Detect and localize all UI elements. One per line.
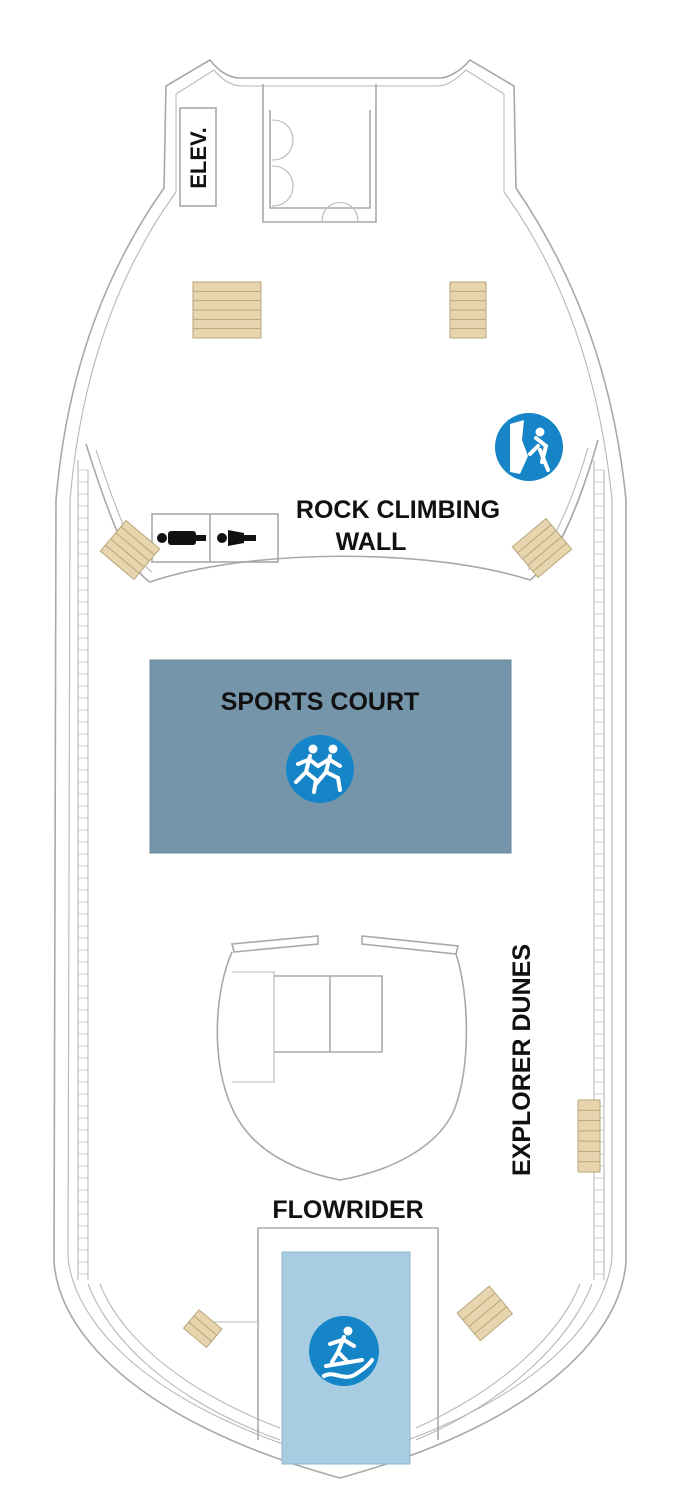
explorer-dunes-label: EXPLORER DUNES [508,944,536,1176]
hull-outline [53,58,627,1479]
elevator-label: ELEV. [186,127,211,189]
men-restroom-icon [157,531,206,545]
hull-inner-outline [67,69,613,1463]
aft-stairs-right-lower [456,1285,514,1342]
rock-climbing-icon [495,413,563,481]
sports-court-label: SPORTS COURT [221,688,420,716]
rock-wall-stairs-right [511,517,573,579]
aft-structure [216,935,468,1181]
aft-stairs-left [182,1309,223,1349]
women-restroom-icon [217,530,256,546]
surfing-icon [309,1316,379,1386]
forward-structures [179,84,377,223]
restroom-block [151,513,279,563]
rock-wall-label-line1: ROCK CLIMBING [296,496,500,524]
forward-stairs-right [449,281,487,339]
flowrider-enclosure [257,1227,439,1440]
running-icon [286,735,354,803]
rock-wall-stairs-left [99,519,161,581]
flowrider-label: FLOWRIDER [272,1196,423,1224]
forward-stairs-left [192,281,262,339]
rock-wall-label-line2: WALL [336,528,407,556]
aft-stairs-right [577,1099,601,1173]
